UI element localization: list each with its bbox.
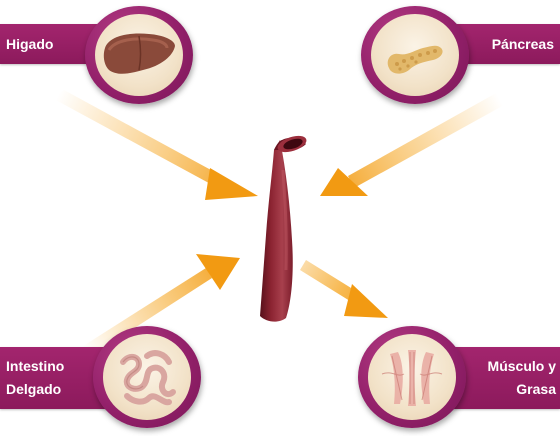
label-intestine-line1: Intestino	[6, 358, 65, 374]
muscle-fat-icon	[381, 350, 443, 406]
blood-vessel-icon	[260, 135, 307, 322]
small-intestine-icon	[120, 350, 176, 406]
label-muscle-line2: Grasa	[516, 381, 556, 397]
pancreas-picture	[371, 14, 459, 96]
label-pancreas: Páncreas	[491, 36, 554, 52]
arrow-intestine-to-vessel	[80, 254, 240, 358]
pancreas-icon	[387, 45, 443, 74]
muscle-picture	[368, 334, 456, 420]
label-muscle-line1: Músculo y	[487, 358, 556, 374]
intestine-picture	[103, 334, 191, 420]
label-intestine-line2: Delgado	[6, 381, 62, 397]
liver-icon	[103, 33, 175, 74]
label-liver: Higado	[6, 36, 54, 52]
arrow-vessel-to-muscle	[300, 260, 388, 318]
arrow-pancreas-to-vessel	[320, 92, 506, 196]
liver-picture	[95, 14, 183, 96]
arrow-liver-to-vessel	[52, 90, 258, 200]
